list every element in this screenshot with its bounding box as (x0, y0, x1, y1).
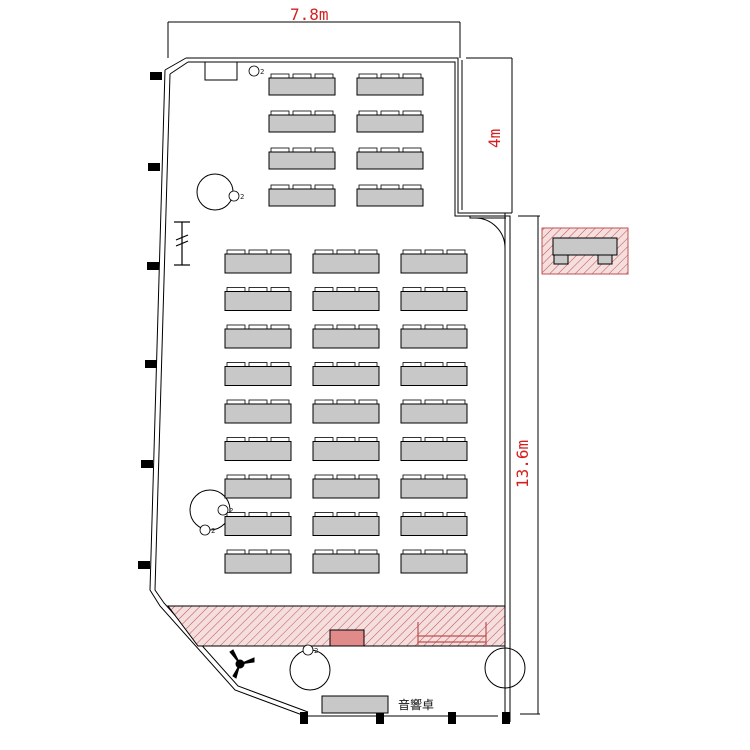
room-walls (149, 57, 511, 722)
table (224, 512, 292, 536)
table (400, 549, 468, 574)
table-top (400, 478, 468, 499)
table-top (224, 291, 292, 311)
table (224, 249, 292, 274)
table-top (400, 516, 468, 536)
sound-desk (321, 695, 389, 714)
table-top (400, 366, 468, 386)
table (356, 73, 424, 96)
table (312, 249, 380, 274)
fixture-tag-code: 2 (240, 193, 244, 201)
table-top (356, 77, 424, 96)
table (268, 110, 336, 133)
table-top (224, 478, 292, 499)
table (312, 512, 380, 536)
fixture-tag-icon (228, 190, 240, 202)
table-top (312, 253, 380, 274)
table-top (312, 328, 380, 349)
table (224, 287, 292, 311)
table-top (224, 253, 292, 274)
table-top (400, 403, 468, 424)
main-depth-dimension-label: 13.6m (513, 440, 532, 488)
entrance-door (469, 216, 506, 262)
table (224, 362, 292, 386)
table-top (400, 328, 468, 349)
stage-screen-rail (417, 622, 487, 646)
table-top (268, 77, 336, 96)
table (400, 474, 468, 499)
podium (329, 629, 365, 647)
fixture-tag-code: 2 (314, 647, 318, 655)
table (400, 399, 468, 424)
fixture-tag-icon (302, 644, 314, 656)
stage-area (167, 605, 506, 647)
table-top (356, 114, 424, 133)
table-top (268, 188, 336, 207)
sound-desk-label: 音響卓 (398, 697, 434, 712)
table (312, 549, 380, 574)
table (312, 437, 380, 461)
table (224, 437, 292, 461)
table-top (312, 516, 380, 536)
table-top (224, 328, 292, 349)
table (312, 324, 380, 349)
table-top (400, 553, 468, 574)
reference-table-legend (541, 227, 629, 275)
main-table-group (224, 249, 468, 574)
table (268, 184, 336, 207)
table (224, 399, 292, 424)
upper-table-group (268, 73, 424, 207)
table-top (400, 253, 468, 274)
fixture-tag-icon (199, 524, 211, 536)
fixture-tag-code: 2 (211, 527, 215, 535)
table-top (268, 151, 336, 170)
table-top (224, 553, 292, 574)
table (400, 287, 468, 311)
table-top (312, 366, 380, 386)
fixture-tag-code: 2 (229, 507, 233, 515)
table (400, 362, 468, 386)
table-top (312, 478, 380, 499)
table-top (356, 188, 424, 207)
wall-board (174, 221, 190, 266)
table-top (400, 291, 468, 311)
table (268, 147, 336, 170)
table-top (312, 291, 380, 311)
table (224, 324, 292, 349)
table (224, 549, 292, 574)
table (224, 474, 292, 499)
table-top (356, 151, 424, 170)
table (400, 512, 468, 536)
fixture-tag-code: 2 (260, 68, 264, 76)
table-top (224, 403, 292, 424)
table (356, 184, 424, 207)
table-top (224, 516, 292, 536)
table (400, 437, 468, 461)
table-top (312, 553, 380, 574)
table-top (400, 441, 468, 461)
table (356, 147, 424, 170)
table-top (268, 114, 336, 133)
fixture-tag-icon (217, 504, 229, 516)
width-dimension-label: 7.8m (290, 5, 329, 24)
table (312, 362, 380, 386)
speaker-stand (229, 649, 255, 679)
upper-depth-dimension-label: 4m (485, 129, 504, 148)
fixture-tags: 2 2 2 2 2 (199, 65, 318, 656)
storage-box (204, 61, 238, 81)
table-top (312, 403, 380, 424)
table (400, 324, 468, 349)
table (356, 110, 424, 133)
window-marks (138, 72, 510, 724)
table (268, 73, 336, 96)
table-top (224, 366, 292, 386)
table (400, 249, 468, 274)
table-top (312, 441, 380, 461)
fixture-tag-icon (248, 65, 260, 77)
table (312, 399, 380, 424)
table (312, 474, 380, 499)
table (312, 287, 380, 311)
table-top (224, 441, 292, 461)
